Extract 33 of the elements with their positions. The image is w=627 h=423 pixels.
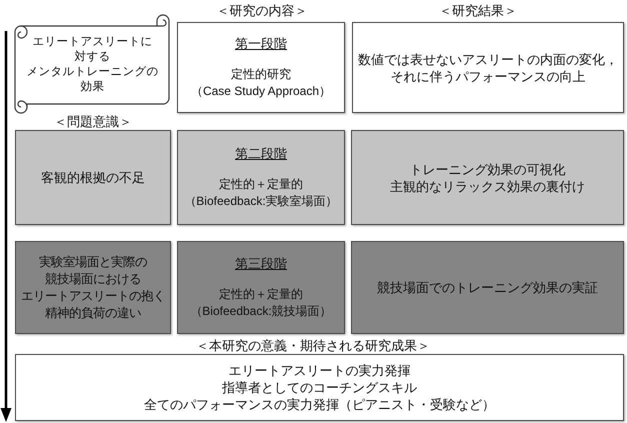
- stage-box: [177, 130, 345, 225]
- stage-heading: 第三段階: [235, 255, 287, 272]
- issue-box: [15, 130, 171, 225]
- result-text: 主観的なリラックス効果の裏付け: [390, 178, 585, 194]
- method-text: 定性的＋定量的: [219, 286, 303, 303]
- outcome-text: 指導者としてのコーチングスキル: [222, 379, 417, 396]
- column-heading: ＜研究結果＞: [439, 3, 517, 18]
- method-text: （Biofeedback:競技場面）: [190, 303, 332, 320]
- stage-heading: 第二段階: [235, 145, 287, 162]
- issue-box: [15, 241, 171, 334]
- outcome-text: エリートアスリートの実力発揮: [228, 362, 410, 379]
- column-heading: ＜問題意識＞: [54, 114, 132, 129]
- stage-heading: 第一段階: [235, 35, 287, 52]
- section-heading: ＜本研究の意義・期待される研究成果＞: [196, 338, 430, 353]
- theme-text: エリートアスリートに対するメンタルトレーニングの効果: [26, 35, 160, 95]
- method-text: （Biofeedback:実験室場面）: [184, 193, 338, 210]
- issue-text: 実験室場面と実際の競技場面におけるエリートアスリートの抱く精神的負荷の違い: [20, 254, 166, 322]
- result-text: 競技場面でのトレーニング効果の実証: [377, 279, 598, 296]
- stage-box: [177, 241, 345, 334]
- column-heading: ＜研究の内容＞: [216, 3, 308, 18]
- result-box: [351, 130, 624, 225]
- result-box: [351, 241, 624, 334]
- stage-box: [177, 22, 345, 113]
- method-text: 定性的＋定量的: [219, 176, 303, 193]
- outcome-box: [15, 354, 624, 421]
- result-text: トレーニング効果の可視化: [410, 160, 566, 178]
- method-text: 定性的研究: [231, 66, 291, 83]
- result-box: [352, 22, 624, 113]
- issue-text: 客観的根拠の不足: [41, 169, 145, 186]
- outcome-text: 全てのパフォーマンスの実力発揮（ピアニスト・受験など）: [144, 396, 495, 413]
- method-text: （Case Study Approach）: [190, 83, 332, 100]
- result-text: 数値では表せないアスリートの内面の変化，それに伴うパフォーマンスの向上: [357, 50, 619, 84]
- scroll-banner: [14, 14, 171, 114]
